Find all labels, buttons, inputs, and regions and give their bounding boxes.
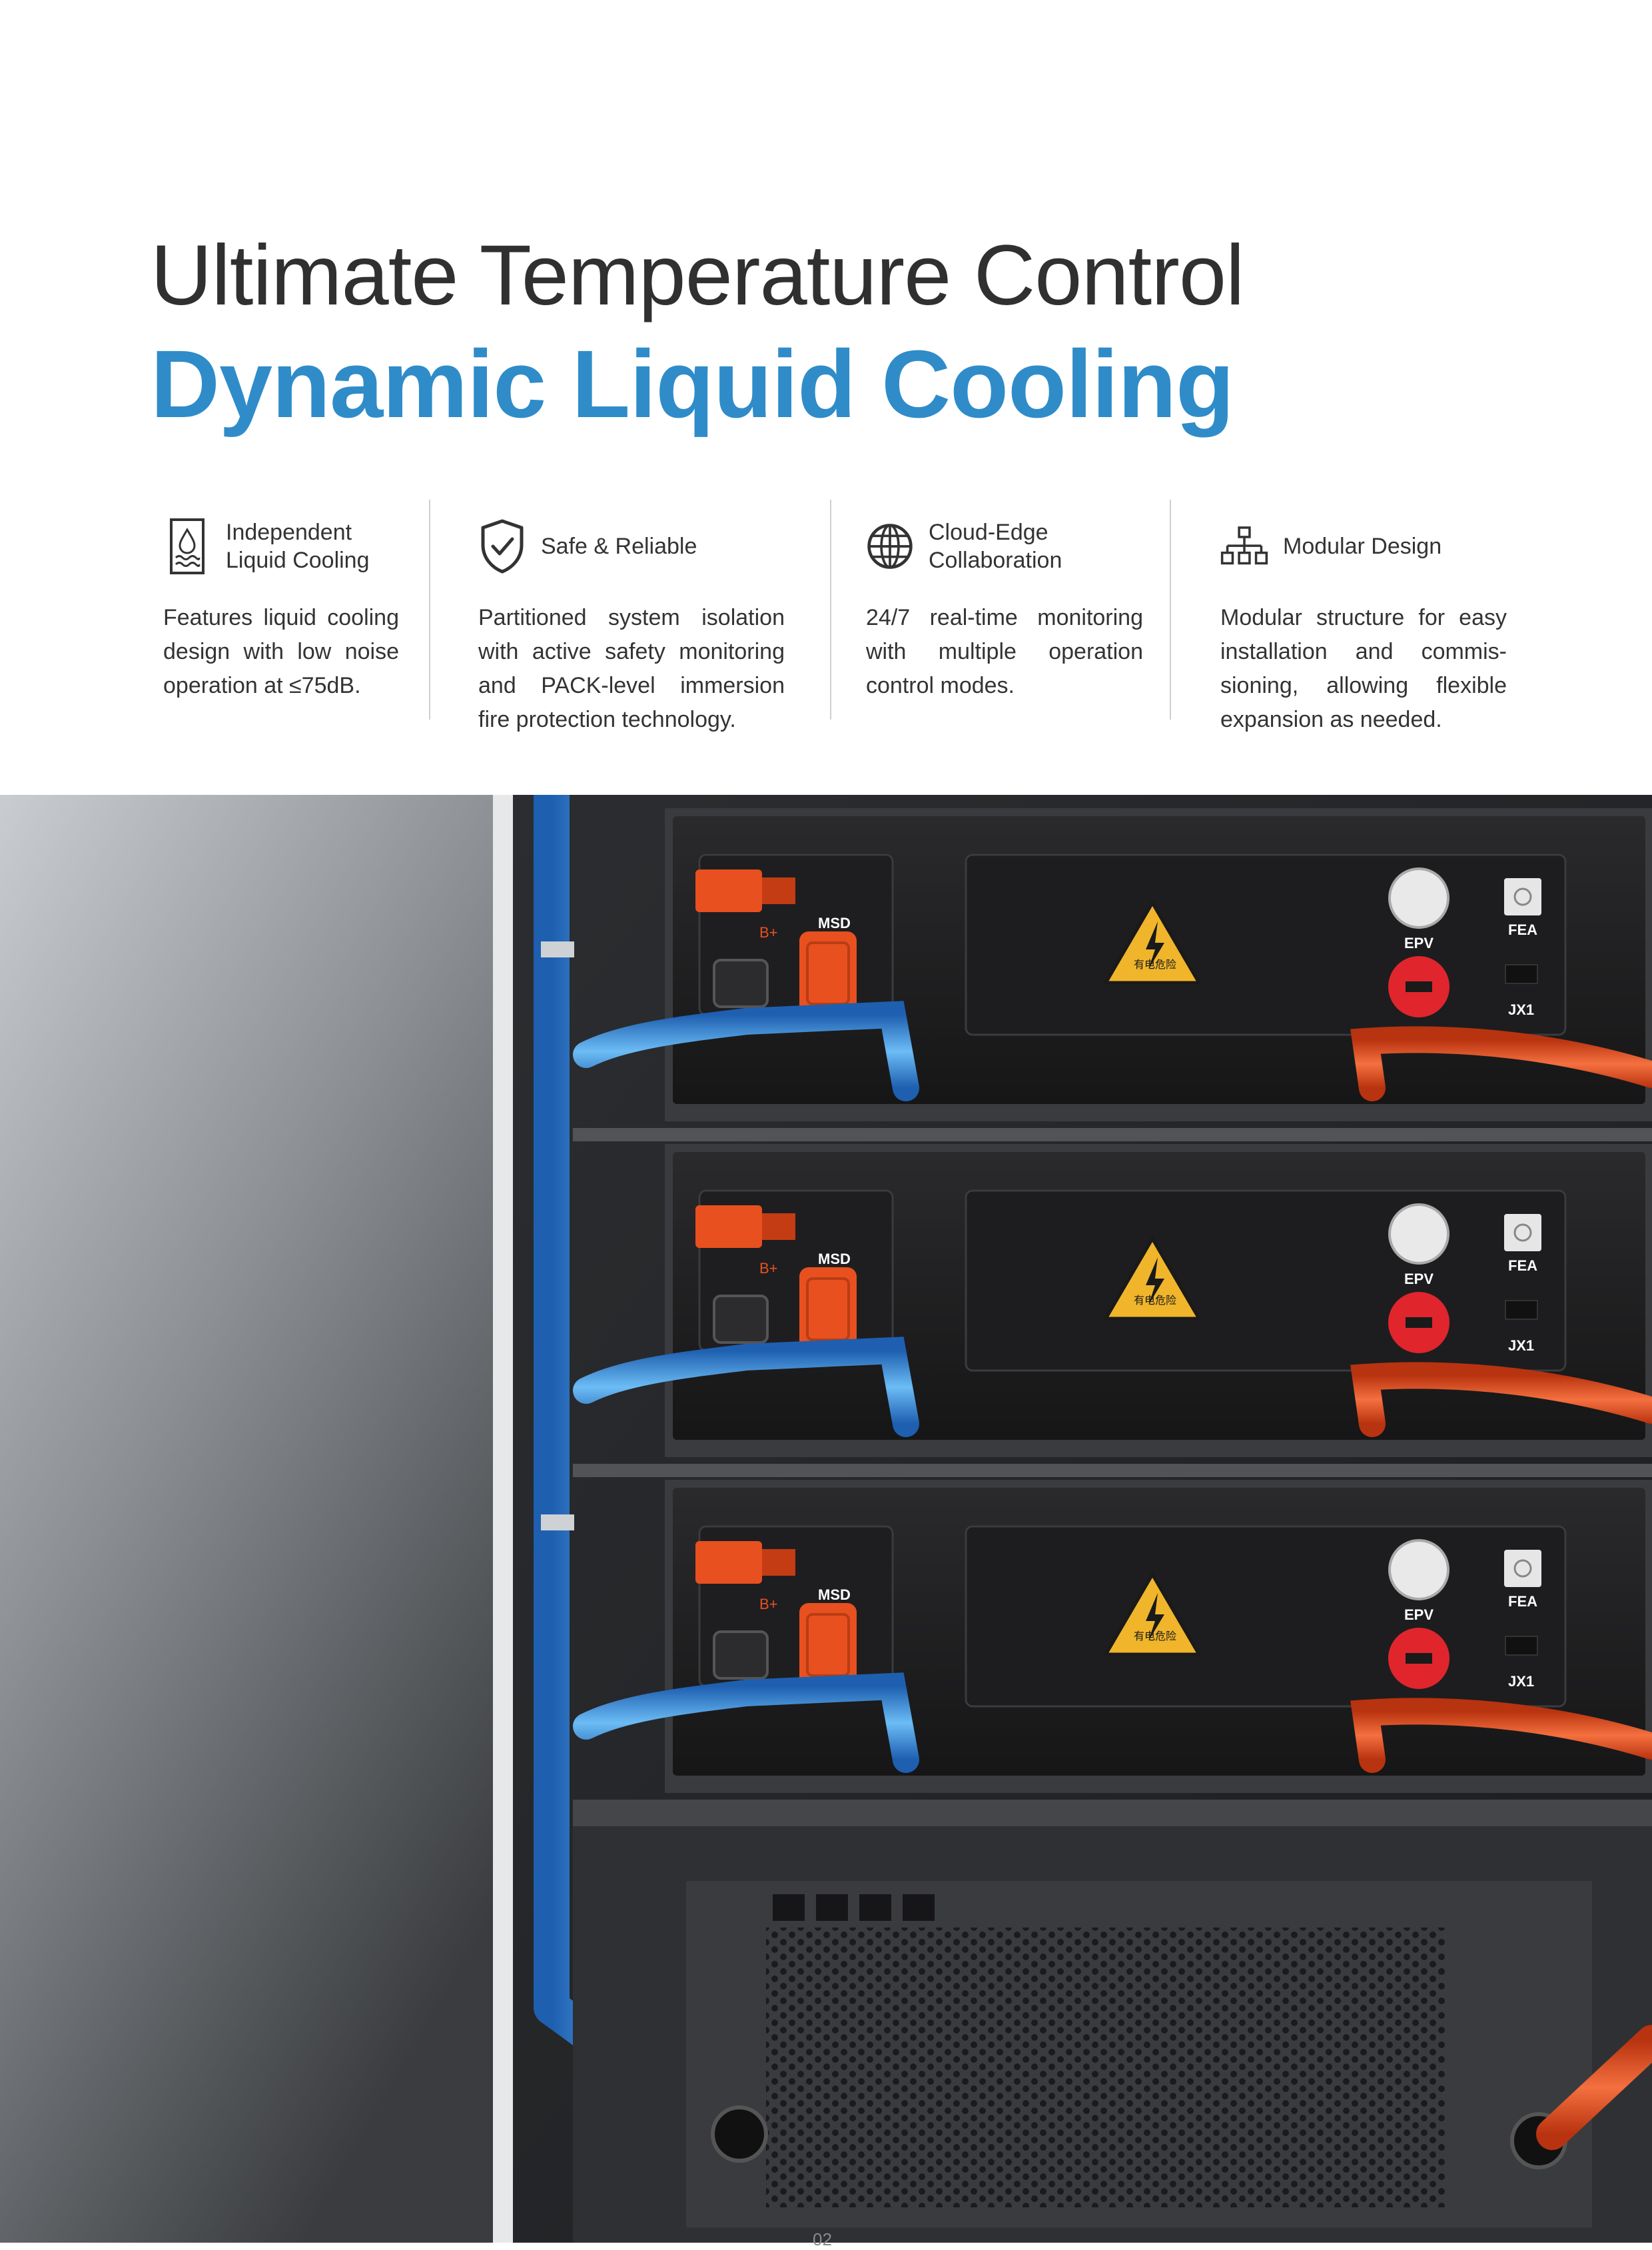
label-jx1: JX1 xyxy=(1508,1337,1534,1354)
label-msd: MSD xyxy=(818,1586,851,1603)
label-jx1: JX1 xyxy=(1508,1673,1534,1690)
warning-text: 有电危险 xyxy=(1134,958,1176,971)
label-epv: EPV xyxy=(1404,1606,1434,1623)
feature-title: Independent Liquid Cooling xyxy=(226,520,370,573)
feature-title: Safe & Reliable xyxy=(541,534,697,559)
divider xyxy=(830,500,831,720)
feature-cloud-edge: Cloud-Edge Collaboration 24/7 real-time … xyxy=(866,506,1143,703)
page-title: Ultimate Temperature Control xyxy=(151,228,1244,323)
label-msd: MSD xyxy=(818,1251,851,1267)
page-number: 02 xyxy=(813,2229,832,2249)
label-msd: MSD xyxy=(818,915,851,931)
label-fea: FEA xyxy=(1508,921,1537,938)
label-b-plus: B+ xyxy=(759,924,778,941)
feature-description: Modular structure for easy installation … xyxy=(1220,605,1507,732)
feature-safe-reliable: Safe & Reliable Partitioned system isola… xyxy=(478,506,785,737)
label-fea: FEA xyxy=(1508,1257,1537,1274)
feature-title: Cloud-Edge Collaboration xyxy=(929,520,1062,573)
shield-check-icon xyxy=(478,516,526,576)
label-fea: FEA xyxy=(1508,1593,1537,1610)
label-epv: EPV xyxy=(1404,935,1434,951)
feature-title: Modular Design xyxy=(1283,534,1442,559)
label-jx1: JX1 xyxy=(1508,1001,1534,1018)
battery-rack-photo: MSD B+ B− 有电危险 EPV FEA JX1 M xyxy=(0,795,1652,2243)
network-hierarchy-icon xyxy=(1220,516,1268,576)
globe-icon xyxy=(866,516,914,576)
label-b-plus: B+ xyxy=(759,1260,778,1277)
feature-description: Partitioned system isolation with active… xyxy=(478,605,785,732)
page-subtitle: Dynamic Liquid Cooling xyxy=(151,330,1234,438)
warning-text: 有电危险 xyxy=(1134,1630,1176,1642)
feature-description: 24/7 real-time monitoring with multiple … xyxy=(866,605,1143,698)
divider xyxy=(1170,500,1171,720)
feature-liquid-cooling: Independent Liquid Cooling Features liqu… xyxy=(163,506,399,703)
label-epv: EPV xyxy=(1404,1271,1434,1287)
water-drop-icon xyxy=(163,516,211,576)
label-b-plus: B+ xyxy=(759,1596,778,1612)
divider xyxy=(429,500,430,720)
warning-text: 有电危险 xyxy=(1134,1294,1176,1307)
feature-modular-design: Modular Design Modular structure for eas… xyxy=(1220,506,1507,737)
feature-description: Features liquid cooling design with low … xyxy=(163,605,399,698)
